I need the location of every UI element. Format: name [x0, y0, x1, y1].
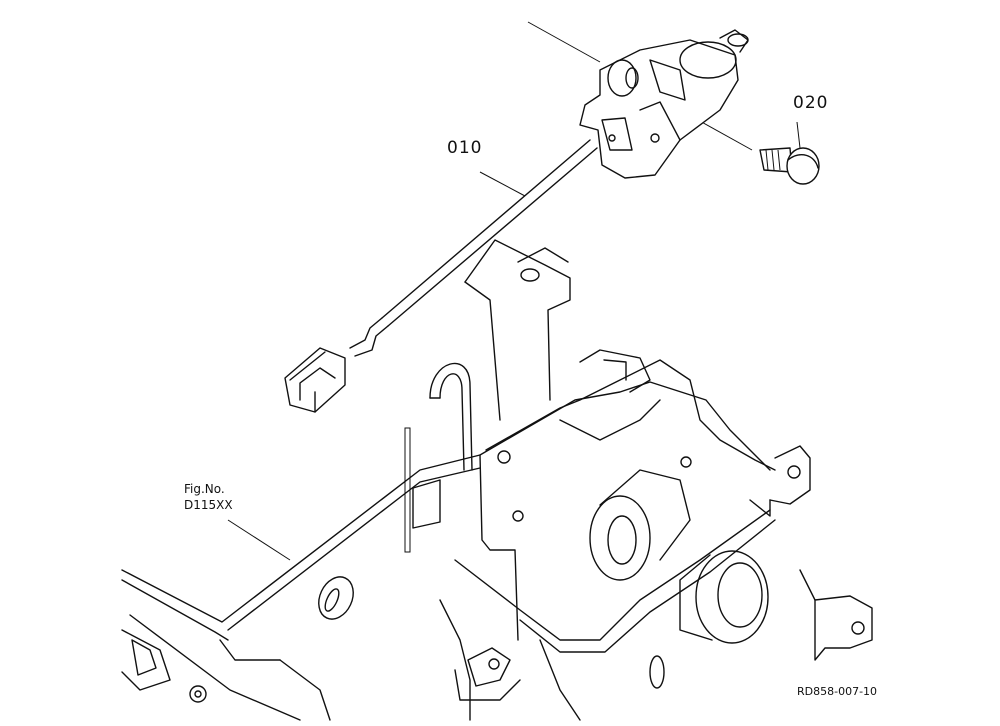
drawing-code: RD858-007-10: [797, 685, 878, 698]
rod-and-bracket: [404, 239, 571, 553]
bracket-bushing: [589, 495, 651, 581]
callout-leaders: [227, 171, 526, 561]
frame-slot: [318, 576, 354, 620]
fig-number: D115XX: [184, 498, 233, 512]
main-frame: [121, 381, 873, 721]
sensor-switch-assembly: [284, 21, 753, 413]
fig-label: Fig.No.: [184, 482, 225, 496]
switch-cylinder: [679, 41, 737, 79]
callout-010: 010: [447, 138, 483, 158]
screw-020: [759, 121, 820, 185]
callout-020: 020: [793, 93, 829, 113]
large-bushing: [695, 550, 769, 644]
center-bracket: [479, 349, 811, 644]
figure-reference: Fig.No. D115XX: [184, 481, 233, 513]
